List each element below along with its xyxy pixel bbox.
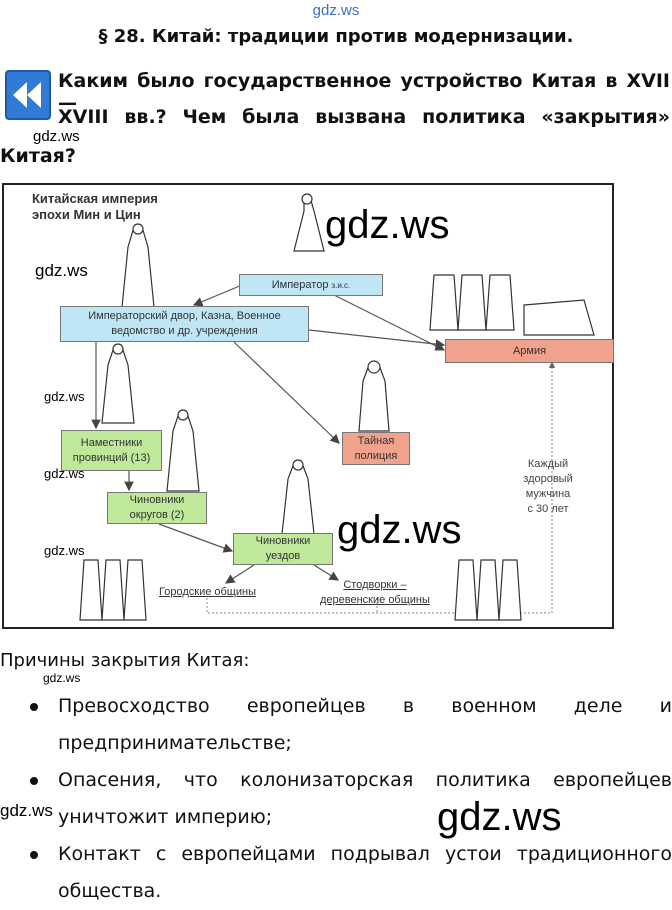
watermark: gdz.ws [44,389,85,404]
figure-illustrations [79,193,595,621]
army-box: Армия [445,339,614,363]
rural-communities-label: Стодворки – деревенские общины [320,578,430,608]
note-line: с 30 лет [527,503,569,515]
rewind-icon [13,82,41,108]
watermark: gdz.ws [437,795,562,839]
reasons-title: Причины закрытия Китая: [0,650,250,671]
box-line: ведомство и др. учреждения [111,325,258,337]
box-line: Наместники [80,436,143,449]
watermark: gdz.ws [337,508,462,552]
note-line: мужчина [525,488,571,500]
label-line: Стодворки – [343,579,407,591]
bullet-icon [30,851,38,859]
caption-line: эпохи Мин и Цин [32,207,141,222]
county-officials-box: Чиновники уездов [233,533,333,565]
box-line: округов (2) [129,509,185,521]
note-line: здоровый [523,473,573,485]
reason-line: предпринимательстве; [58,732,292,754]
reason-line: общества. [58,880,162,902]
state-structure-diagram: Китайская империя эпохи Мин и Цин Импера… [2,183,614,629]
reason-line: Превосходство европейцев в военном деле … [58,695,672,717]
reason-item: Опасения, что колонизаторская политика е… [0,762,672,836]
back-button[interactable] [5,70,51,120]
urban-communities-label: Городские общины [159,586,256,598]
section-title: § 28. Китай: традиции против модернизаци… [98,26,574,47]
box-line: Чиновники [255,535,311,547]
question-line: Китая? [0,145,76,167]
watermark: gdz.ws [44,543,85,558]
watermark: gdz.ws [325,203,450,247]
reason-line: уничтожит империю; [58,806,273,828]
reason-item: Превосходство европейцев в военном деле … [0,688,672,762]
box-line: полиция [354,449,398,462]
question-line: Каким было государственное устройство Ки… [58,70,670,114]
box-line: Чиновники [129,494,185,506]
note-line: Каждый [527,458,569,470]
caption-line: Китайская империя [32,191,158,206]
box-line: Тайная [357,434,395,447]
question-line: XVIII вв.? Чем была вызвана политика «за… [58,106,670,128]
conscription-note: Каждый здоровый мужчина с 30 лет [512,457,584,517]
reason-line: Опасения, что колонизаторская политика е… [58,769,672,791]
secret-police-box: Тайная полиция [342,432,410,465]
emperor-label: Император [271,278,329,291]
watermark: gdz.ws [33,128,80,145]
court-box: Императорский двор, Казна, Военное ведом… [60,306,309,342]
watermark: gdz.ws [0,801,53,820]
box-line: уездов [265,550,301,562]
watermark: gdz.ws [35,261,88,280]
emperor-sup: з.и.с. [331,280,351,290]
reason-line: Контакт с европейцами подрывал устои тра… [58,843,672,865]
watermark: gdz.ws [312,2,360,19]
label-line: деревенские общины [320,594,430,606]
bullet-icon [30,703,38,711]
reason-item: Контакт с европейцами подрывал устои тра… [0,836,672,910]
diagram-arrows [79,193,595,621]
box-line: Императорский двор, Казна, Военное [88,310,281,322]
bullet-icon [30,777,38,785]
box-line: провинций (13) [72,451,151,464]
watermark: gdz.ws [43,671,81,685]
governors-box: Наместники провинций (13) [61,430,162,471]
watermark: gdz.ws [44,466,85,481]
diagram-caption: Китайская империя эпохи Мин и Цин [32,191,158,223]
district-officials-box: Чиновники округов (2) [107,492,207,524]
